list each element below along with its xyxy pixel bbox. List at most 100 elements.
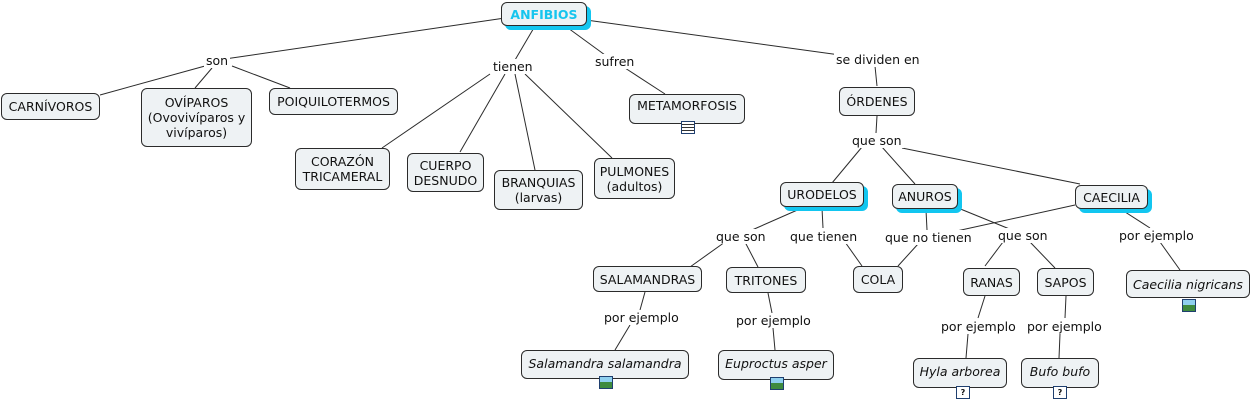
link-anfibios-sedividen <box>585 19 841 56</box>
link-caecilia-porejemplo <box>1121 209 1151 229</box>
concept-cuerpo-desnudo[interactable]: CUERPO DESNUDO <box>407 153 484 192</box>
concept-poiquilotermos-label: POIQUILOTERMOS <box>277 94 390 109</box>
link-quenotienen-cola <box>897 243 919 267</box>
link-tritones-porejemplo <box>767 292 773 314</box>
concept-cola[interactable]: COLA <box>853 266 903 293</box>
concept-cola-label: COLA <box>860 272 896 287</box>
link-sapos-porejemplo <box>1064 295 1067 319</box>
concept-oviparos-line2: (Ovovivíparos y <box>147 110 246 125</box>
concept-cuerpo-line2: DESNUDO <box>413 172 478 188</box>
link-anuros-queson <box>957 207 1013 231</box>
link-tienen-branquias <box>514 73 536 171</box>
link-queson-caecilia <box>901 147 1081 185</box>
concept-oviparos-line1: OVÍPAROS <box>164 95 229 110</box>
link-queson-anuros <box>881 146 916 185</box>
image-icon[interactable] <box>599 376 613 389</box>
link-label-por-ejemplo-salamandras: por ejemplo <box>602 310 681 325</box>
concept-urodelos-label: URODELOS <box>787 187 857 202</box>
link-urodelos-quetienen <box>821 207 824 229</box>
concept-pulmones-line2: (adultos) <box>606 178 663 194</box>
link-anfibios-son <box>217 17 506 61</box>
link-label-que-son-ordenes: que son <box>850 133 904 148</box>
link-son-carnivoros <box>99 65 206 96</box>
concept-metamorfosis[interactable]: METAMORFOSIS <box>629 94 745 134</box>
concept-ordenes[interactable]: ÓRDENES <box>839 87 915 116</box>
concept-sapos-label: SAPOS <box>1044 274 1087 290</box>
help-icon[interactable]: ? <box>956 386 970 399</box>
concept-urodelos[interactable]: URODELOS <box>780 182 864 207</box>
concept-anuros-label: ANUROS <box>898 189 952 204</box>
concept-salamandras-label: SALAMANDRAS <box>599 271 696 287</box>
concept-oviparos[interactable]: OVÍPAROS (Ovovivíparos y vivíparos) <box>141 88 252 147</box>
link-porejemplo-bufo <box>1058 333 1061 359</box>
concept-ranas[interactable]: RANAS <box>963 268 1020 296</box>
link-porejemplo-salamandra <box>614 324 631 351</box>
link-sedividen-ordenes <box>874 65 878 87</box>
concept-carnivoros[interactable]: CARNÍVOROS <box>1 93 100 120</box>
link-label-que-son-anuros: que son <box>996 228 1050 243</box>
concept-salamandra-salamandra-label: Salamandra salamandra <box>528 356 682 371</box>
concept-caecilia[interactable]: CAECILIA <box>1075 185 1148 209</box>
concept-branquias[interactable]: BRANQUIAS (larvas) <box>494 170 583 210</box>
concept-corazon-line2: TRICAMERAL <box>302 169 383 184</box>
concept-pulmones[interactable]: PULMONES (adultos) <box>594 158 675 199</box>
concept-metamorfosis-label: METAMORFOSIS <box>637 98 737 113</box>
concept-tritones-label: TRITONES <box>734 272 798 288</box>
link-queson-ranas <box>984 241 1004 267</box>
link-label-tienen: tienen <box>491 59 535 74</box>
link-son-oviparos <box>194 67 213 89</box>
link-label-que-son-urodelos: que son <box>714 229 768 244</box>
concept-euproctus-asper-label: Euproctus asper <box>725 356 827 371</box>
link-queson-sapos <box>1029 241 1056 269</box>
link-label-por-ejemplo-caecilia: por ejemplo <box>1117 228 1196 243</box>
concept-tritones[interactable]: TRITONES <box>726 267 806 293</box>
concept-oviparos-line3: vivíparos) <box>165 125 228 140</box>
help-icon[interactable]: ? <box>1053 386 1067 399</box>
concept-euproctus-asper[interactable]: Euproctus asper <box>718 350 834 390</box>
concept-corazon-tricameral[interactable]: CORAZÓN TRICAMERAL <box>295 148 390 190</box>
link-label-que-no-tienen: que no tienen <box>883 230 974 245</box>
link-ordenes-queson <box>875 115 878 134</box>
link-anuros-quenotienen <box>925 209 928 231</box>
link-queson-salamandras <box>689 241 726 268</box>
concept-hyla-arborea-label: Hyla arborea <box>919 364 1001 379</box>
concept-caecilia-nigricans-label: Caecilia nigricans <box>1133 277 1243 292</box>
image-icon[interactable] <box>770 377 784 390</box>
link-label-que-tienen: que tienen <box>788 229 860 244</box>
link-label-por-ejemplo-tritones: por ejemplo <box>734 313 813 328</box>
link-tienen-pulmones <box>524 73 613 159</box>
concept-caecilia-nigricans[interactable]: Caecilia nigricans <box>1126 270 1250 312</box>
concept-branquias-line1: BRANQUIAS <box>501 175 576 190</box>
link-son-poiquilotermos <box>231 65 291 89</box>
link-porejemplo-hyla <box>965 333 969 359</box>
concept-salamandras[interactable]: SALAMANDRAS <box>593 266 702 292</box>
link-queson-tritones <box>744 241 759 268</box>
concept-ranas-label: RANAS <box>970 274 1013 290</box>
link-tienen-cuerpo <box>459 73 506 153</box>
concept-salamandra-salamandra[interactable]: Salamandra salamandra <box>521 350 689 389</box>
link-anfibios-sufren <box>567 27 606 56</box>
concept-anfibios[interactable]: ANFIBIOS <box>501 2 587 26</box>
concept-sapos[interactable]: SAPOS <box>1037 268 1094 296</box>
link-label-son: son <box>204 53 231 68</box>
link-salamandras-porejemplo <box>639 291 646 311</box>
concept-poiquilotermos[interactable]: POIQUILOTERMOS <box>269 88 398 115</box>
concept-caecilia-label: CAECILIA <box>1083 189 1140 205</box>
link-queson-urodelos <box>831 146 863 184</box>
concept-hyla-arborea[interactable]: Hyla arborea ? <box>913 358 1007 399</box>
link-ranas-porejemplo <box>977 295 986 319</box>
concept-cuerpo-line1: CUERPO <box>419 157 472 173</box>
link-porejemplo-euproctus <box>772 327 776 351</box>
concept-carnivoros-label: CARNÍVOROS <box>8 99 93 114</box>
concept-bufo-bufo[interactable]: Bufo bufo ? <box>1021 358 1099 399</box>
link-label-sufren: sufren <box>593 54 637 69</box>
concept-anuros[interactable]: ANUROS <box>892 184 958 209</box>
concept-ordenes-label: ÓRDENES <box>846 94 908 109</box>
concept-pulmones-line1: PULMONES <box>599 163 670 179</box>
concept-anfibios-label: ANFIBIOS <box>510 6 578 22</box>
document-icon[interactable] <box>681 121 695 134</box>
link-anfibios-tienen <box>514 25 536 61</box>
link-label-se-dividen-en: se dividen en <box>834 52 922 67</box>
image-icon[interactable] <box>1182 299 1196 312</box>
